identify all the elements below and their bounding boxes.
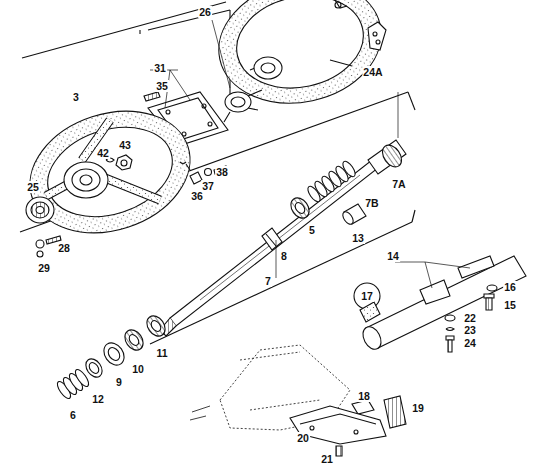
callout-number: 20	[296, 432, 310, 444]
callout-number: 14	[386, 250, 400, 262]
callout-number: 11	[155, 347, 168, 359]
callout-number: 12	[91, 393, 105, 405]
callout-number: 31	[153, 62, 167, 74]
callout-number: 7	[264, 275, 272, 287]
callout-number: 25	[26, 181, 40, 193]
callout-number: 10	[131, 363, 145, 375]
callout-number: 15	[503, 299, 517, 311]
callout-number: 6	[69, 409, 77, 421]
callout-number: 38	[215, 166, 229, 178]
callout-number: 28	[57, 242, 71, 254]
callout-number: 23	[463, 324, 477, 336]
callout-number: 29	[37, 262, 51, 274]
callout-number: 13	[351, 232, 365, 244]
callout-number: 21	[320, 453, 334, 465]
callout-number: 3	[72, 91, 80, 103]
callout-number: 7B	[364, 197, 379, 209]
callout-number: 8	[280, 250, 288, 262]
callout-number: 24A	[362, 66, 383, 78]
callout-number: 16	[503, 281, 517, 293]
callout-number: 42	[96, 147, 110, 159]
callout-number: 9	[115, 376, 123, 388]
callout-number: 22	[463, 312, 477, 324]
callout-number: 24	[463, 337, 477, 349]
callout-number: 36	[190, 190, 204, 202]
callout-number: 5	[308, 224, 316, 236]
callout-number: 17	[360, 290, 374, 302]
callout-number: 19	[411, 402, 425, 414]
callout-number: 18	[357, 390, 371, 402]
callout-number: 7A	[391, 178, 406, 190]
callout-number: 43	[118, 139, 132, 151]
callout-number: 35	[155, 80, 169, 92]
callout-number: 26	[198, 6, 212, 18]
